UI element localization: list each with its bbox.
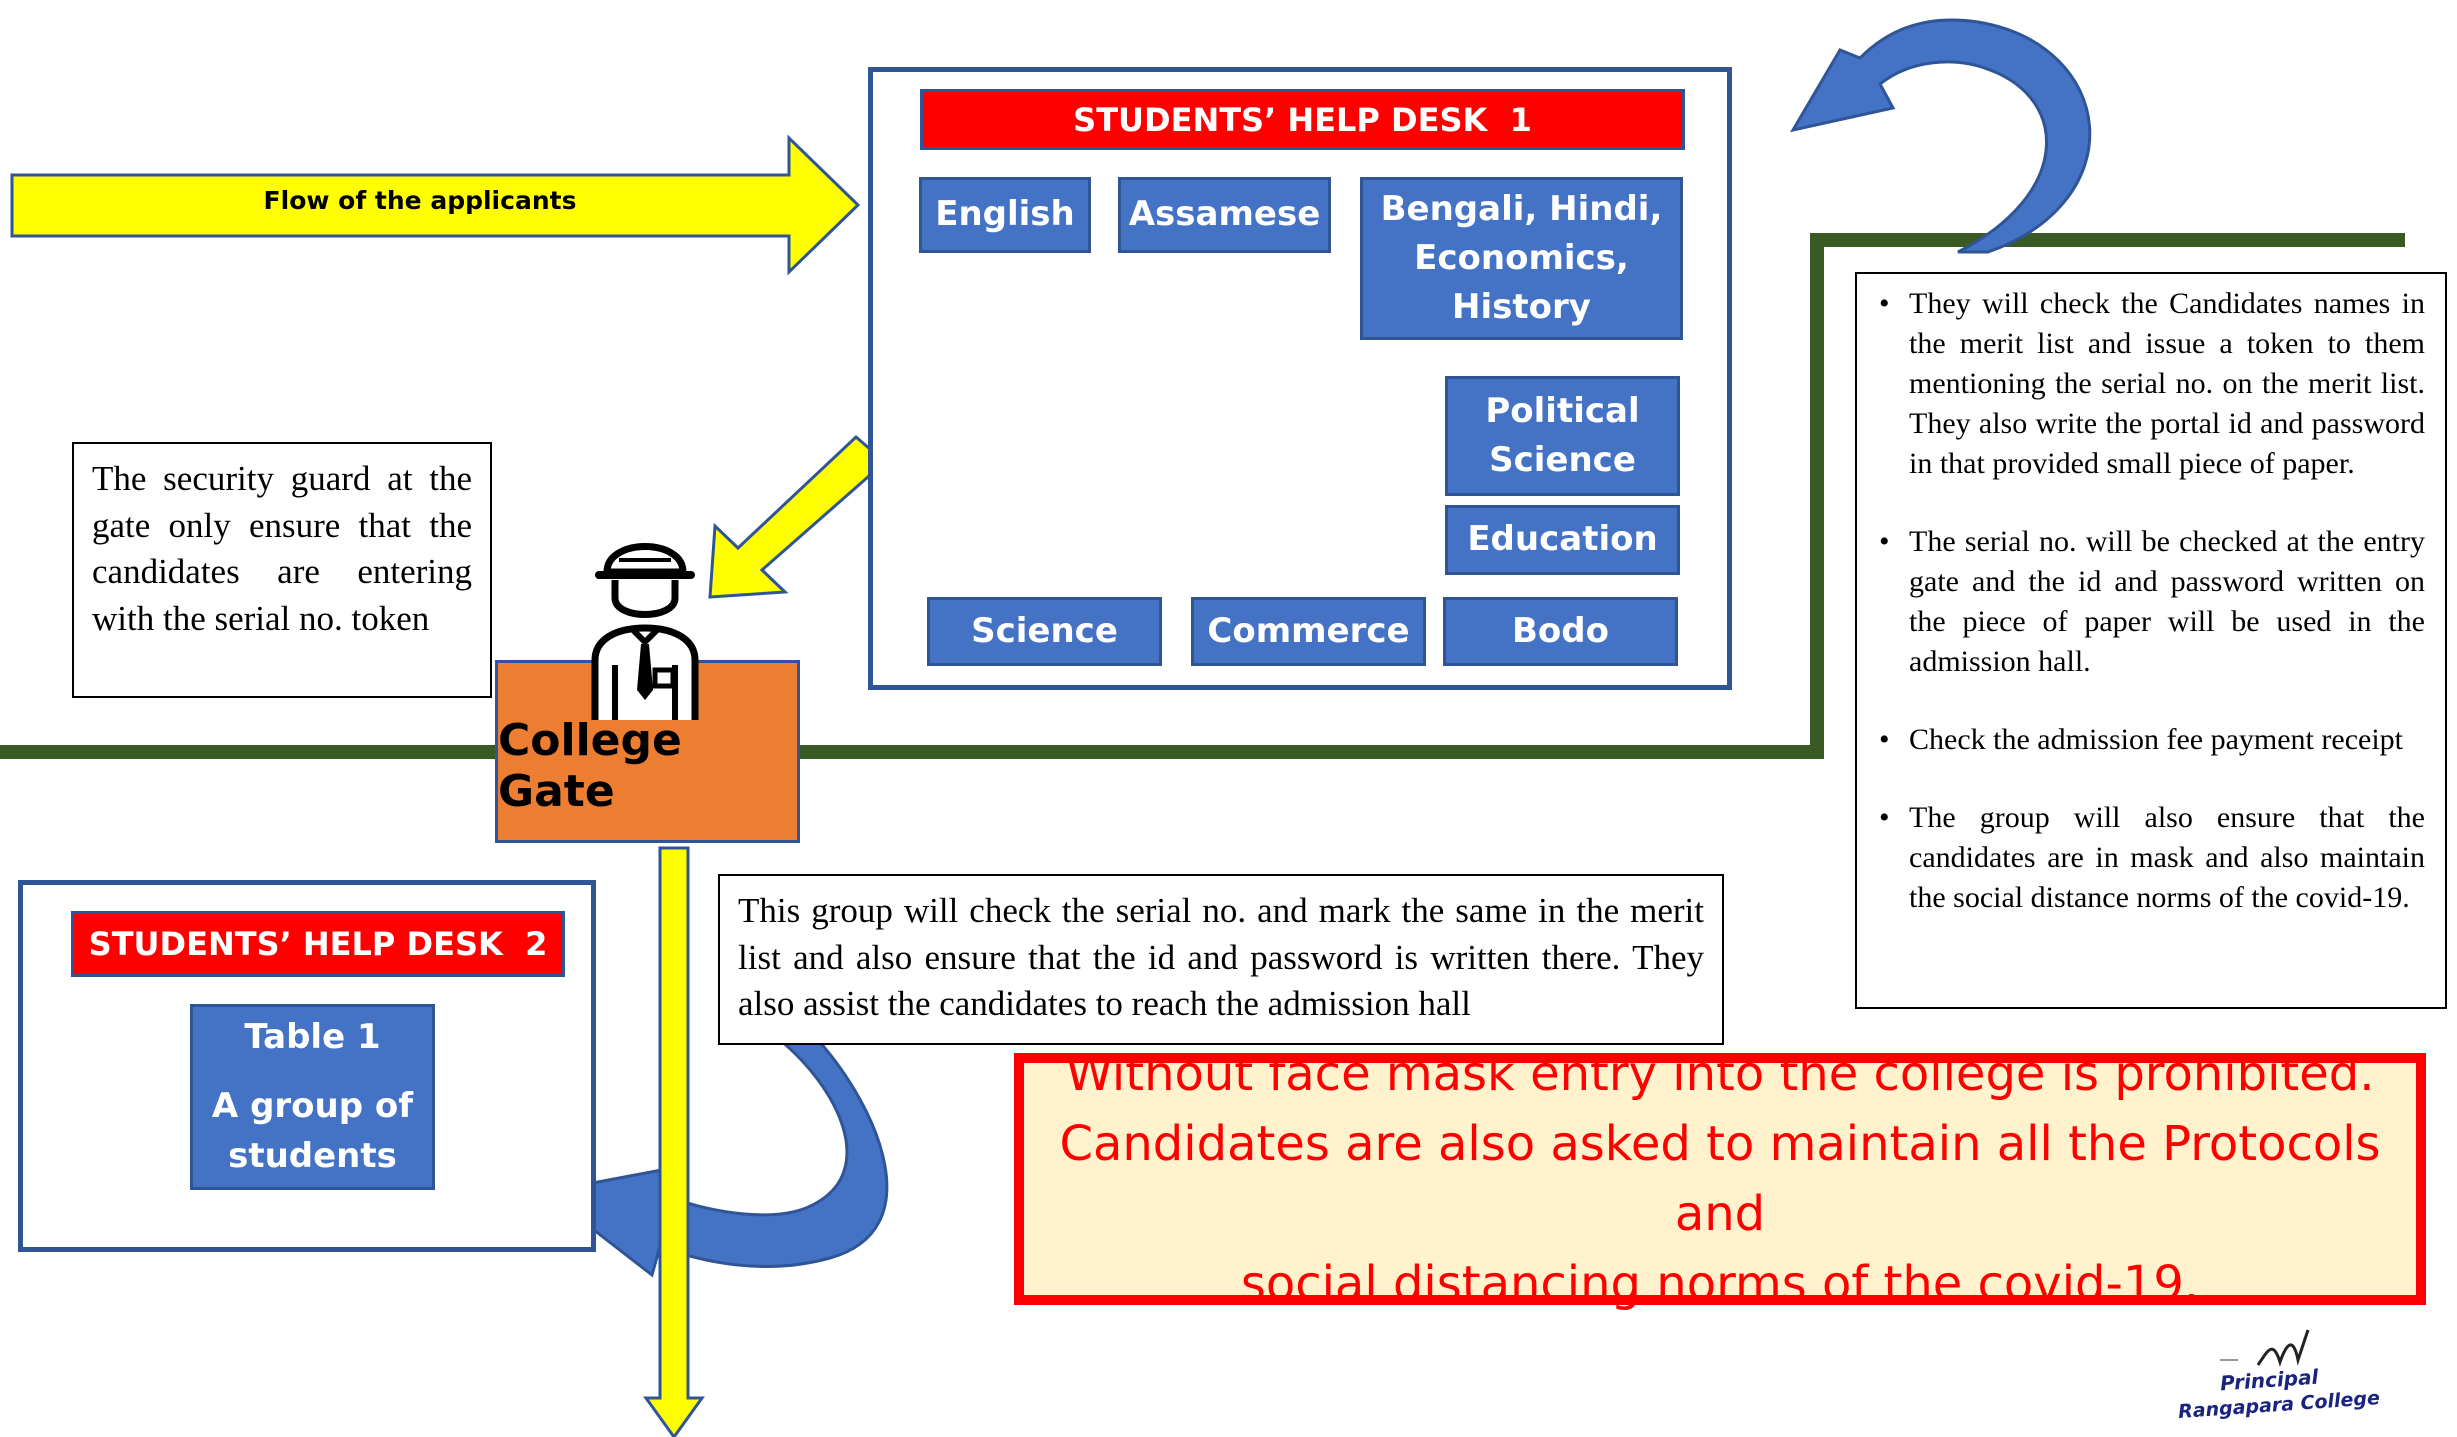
desk-2-table-1: Table 1 A group of students xyxy=(190,1004,435,1190)
desk-commerce: Commerce xyxy=(1191,597,1426,666)
desk-bengali-line1: Bengali, Hindi, xyxy=(1380,188,1663,229)
instructions-box: They will check the Candidates names in … xyxy=(1855,272,2447,1009)
warning-banner: Without face mask entry into the college… xyxy=(1014,1046,2426,1312)
college-gate-label: College Gate xyxy=(498,715,682,817)
desk-assamese: Assamese xyxy=(1118,177,1331,253)
group-line1: A group of xyxy=(211,1086,414,1127)
warning-line3: social distancing norms of the covid-19. xyxy=(1240,1256,2200,1312)
group-line2: students xyxy=(228,1135,397,1176)
curved-arrow-top-right xyxy=(1789,18,2092,254)
downward-flow-arrow xyxy=(643,846,705,1437)
warning-line1: Without face mask entry into the college… xyxy=(1065,1046,2375,1102)
desk-political-line2: Science xyxy=(1489,440,1636,480)
desk-science: Science xyxy=(927,597,1162,666)
desk-political-line1: Political xyxy=(1485,390,1640,431)
table-1-label: Table 1 xyxy=(244,1017,381,1058)
desk-bengali-line3: History xyxy=(1452,287,1591,328)
desk-bengali-line2: Economics, xyxy=(1414,237,1629,278)
diagonal-flow-arrow xyxy=(708,434,888,599)
help-desk-1-title: STUDENTS’ HELP DESK 1 xyxy=(920,89,1685,150)
instruction-item: They will check the Candidates names in … xyxy=(1863,284,2425,484)
signature-scribble-icon xyxy=(2220,1329,2310,1367)
security-note: The security guard at the gate only ensu… xyxy=(72,442,492,698)
desk-political-science: Political Science xyxy=(1445,376,1680,496)
principal-signature: Principal Rangapara College xyxy=(2168,1320,2398,1435)
instruction-item: Check the admission fee payment receipt xyxy=(1863,720,2425,760)
curved-arrow-bottom xyxy=(541,1038,889,1278)
instruction-item: The group will also ensure that the cand… xyxy=(1863,798,2425,918)
warning-line2: Candidates are also asked to maintain al… xyxy=(1059,1116,2381,1242)
instruction-item: The serial no. will be checked at the en… xyxy=(1863,522,2425,682)
flow-label: Flow of the applicants xyxy=(263,186,577,215)
instruction-list: They will check the Candidates names in … xyxy=(1863,284,2425,918)
group-note: This group will check the serial no. and… xyxy=(718,874,1724,1045)
security-guard-icon xyxy=(591,543,699,720)
college-gate: College Gate xyxy=(495,660,800,843)
desk-bodo: Bodo xyxy=(1443,597,1678,666)
signature-line2: Rangapara College xyxy=(2177,1386,2381,1424)
road-line xyxy=(0,233,2405,759)
desk-education: Education xyxy=(1445,505,1680,575)
desk-english: English xyxy=(919,177,1091,253)
desk-bengali-hindi-economics-history: Bengali, Hindi, Economics, History xyxy=(1360,177,1683,340)
horizontal-flow-arrow xyxy=(10,134,861,276)
help-desk-2-title: STUDENTS’ HELP DESK 2 xyxy=(71,911,565,977)
